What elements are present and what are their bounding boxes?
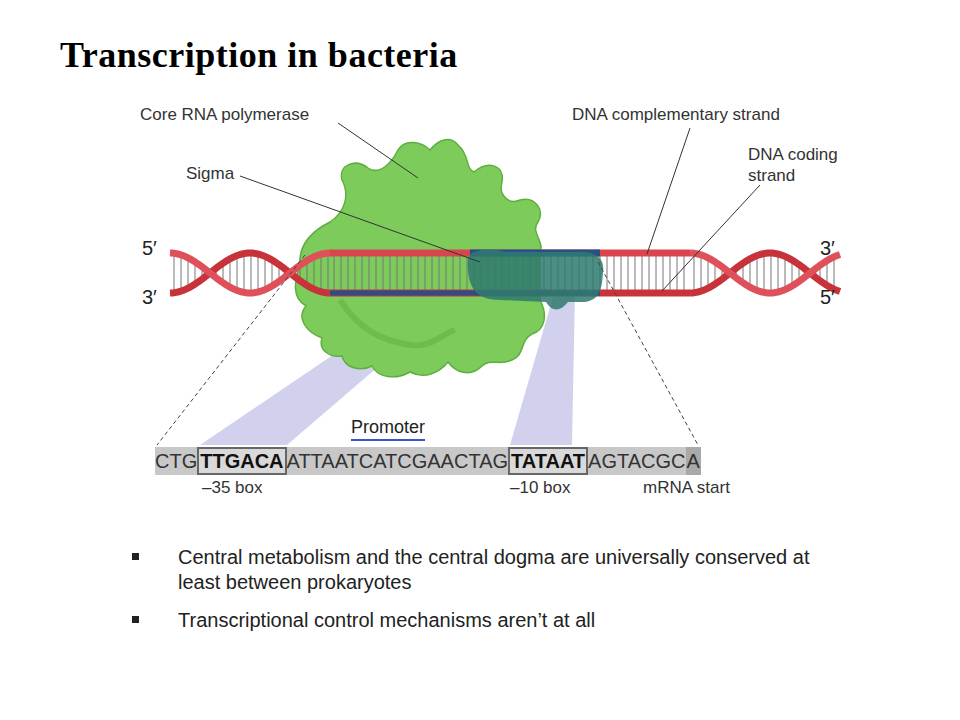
base-pair xyxy=(628,256,629,290)
callout-label: Sigma xyxy=(186,163,234,184)
sigma-factor xyxy=(468,250,603,310)
sequence-text: TTGACA xyxy=(200,449,283,473)
base-pair xyxy=(635,256,636,290)
base-pair xyxy=(708,258,709,288)
bullet-text: Central metabolism and the central dogma… xyxy=(178,545,818,595)
base-pair xyxy=(244,254,245,293)
base-pair xyxy=(411,256,412,290)
base-pair xyxy=(607,256,608,290)
dna-strand xyxy=(170,253,330,293)
base-pair xyxy=(439,256,440,290)
base-pair xyxy=(328,253,329,293)
base-pair xyxy=(237,256,238,291)
leader-line xyxy=(338,123,418,178)
sequence-text: A xyxy=(687,449,700,473)
base-pair xyxy=(321,254,322,292)
bullet-marker xyxy=(132,553,139,560)
base-pair xyxy=(181,255,182,291)
base-pair xyxy=(750,259,751,287)
dashed-guide xyxy=(598,262,698,445)
base-pair xyxy=(467,256,468,290)
base-pair xyxy=(174,253,175,293)
consensus-box: TTGACA xyxy=(197,447,286,475)
base-pair xyxy=(614,256,615,290)
base-pair xyxy=(341,256,342,290)
leader-line xyxy=(662,185,760,291)
leader-line xyxy=(240,176,480,262)
sequence-text: ATTAATCATCGAACTAG xyxy=(287,447,508,475)
base-pair xyxy=(348,256,349,290)
strand-end-label: 5′ xyxy=(142,237,157,260)
dna-strand xyxy=(690,253,840,293)
callout-label: Core RNA polymerase xyxy=(140,104,309,125)
bullet-text: Transcriptional control mechanisms aren’… xyxy=(178,608,818,633)
base-pair xyxy=(355,256,356,290)
base-pair xyxy=(397,256,398,290)
base-pair xyxy=(757,256,758,291)
base-pair xyxy=(362,256,363,290)
sequence-text: CTG xyxy=(155,447,197,475)
leader-line xyxy=(647,128,690,254)
sequence-text: AGTACGC xyxy=(588,447,685,475)
callout-label: DNA coding strand xyxy=(748,144,843,186)
base-pair xyxy=(369,256,370,290)
slide-title: Transcription in bacteria xyxy=(60,34,458,76)
promoter-label: Promoter xyxy=(351,417,425,441)
dna-strand xyxy=(690,253,840,293)
base-pair xyxy=(771,253,772,293)
base-pair xyxy=(188,258,189,288)
promoter-sequence-band: CTGTTGACAATTAATCATCGAACTAGTATAATAGTACGCA xyxy=(155,447,701,475)
bullet-marker xyxy=(132,616,139,623)
base-pair xyxy=(694,253,695,293)
base-pair xyxy=(230,259,231,287)
strand-end-label: 3′ xyxy=(142,286,157,309)
sequence-text: TATAAT xyxy=(511,449,585,473)
box-label: –35 box xyxy=(202,478,263,498)
base-pair xyxy=(460,256,461,290)
base-pair xyxy=(778,254,779,292)
dna-strand xyxy=(170,253,330,293)
base-pair xyxy=(390,256,391,290)
base-pair xyxy=(258,254,259,292)
base-pair xyxy=(834,257,835,289)
strand-end-label: 5′ xyxy=(820,286,835,309)
base-pair xyxy=(425,256,426,290)
base-pair xyxy=(251,253,252,293)
strand-end-label: 3′ xyxy=(820,237,835,260)
base-pair xyxy=(656,256,657,290)
base-pair xyxy=(670,256,671,290)
base-pair xyxy=(621,256,622,290)
base-pair xyxy=(314,257,315,289)
polymerase-shade xyxy=(340,300,455,345)
base-pair xyxy=(265,256,266,289)
dashed-guide xyxy=(157,255,305,445)
box-label: mRNA start xyxy=(643,478,730,498)
box-label: –10 box xyxy=(510,478,571,498)
base-pair xyxy=(446,256,447,290)
base-pair xyxy=(376,256,377,290)
base-pair xyxy=(453,256,454,290)
base-pair xyxy=(764,254,765,293)
base-pair xyxy=(418,256,419,290)
base-pair xyxy=(684,256,685,290)
base-pair xyxy=(663,256,664,290)
base-pair xyxy=(404,256,405,290)
base-pair xyxy=(677,256,678,290)
base-pair xyxy=(432,256,433,290)
base-pair xyxy=(649,256,650,290)
base-pair xyxy=(642,256,643,290)
base-pair xyxy=(383,256,384,290)
callout-label: DNA complementary strand xyxy=(572,104,780,125)
base-pair xyxy=(785,256,786,289)
start-base-box: A xyxy=(686,447,701,475)
consensus-box: TATAAT xyxy=(508,447,588,475)
base-pair xyxy=(701,255,702,291)
base-pair xyxy=(334,256,335,290)
